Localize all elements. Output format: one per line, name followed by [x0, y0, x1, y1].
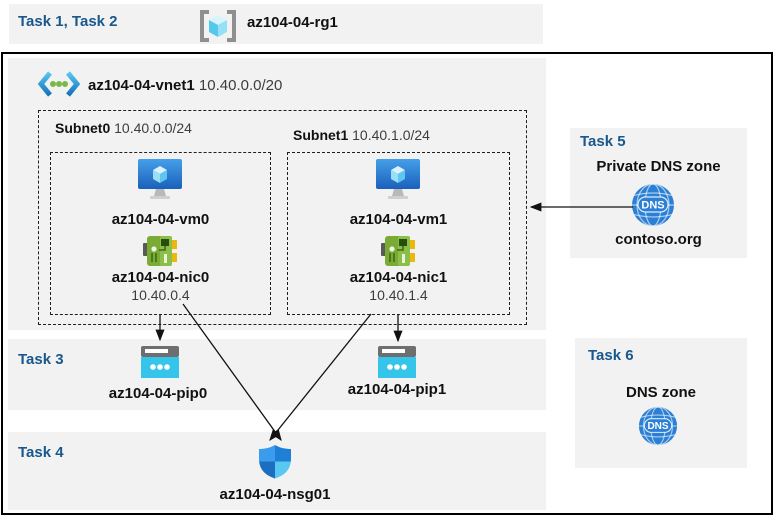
subnet1-box — [287, 152, 510, 315]
virtual-machine-icon — [376, 159, 420, 199]
vm1-label: az104-04-vm1 — [349, 211, 448, 228]
task5-label: Task 5 — [580, 133, 626, 150]
nic1-ip: 10.40.1.4 — [369, 287, 428, 303]
virtual-network-icon — [37, 71, 81, 97]
nic0-label: az104-04-nic0 — [111, 269, 210, 286]
task6-label: Task 6 — [588, 347, 634, 364]
subnet1-name: Subnet1 — [293, 127, 349, 143]
virtual-machine-icon — [138, 159, 182, 199]
task-1-2-label: Task 1, Task 2 — [18, 13, 118, 30]
vnet-name: az104-04-vnet1 — [88, 77, 195, 94]
vnet-title: az104-04-vnet1 10.40.0.0/20 — [88, 77, 282, 94]
resource-group-band — [9, 4, 543, 44]
subnet0-cidr: 10.40.0.0/24 — [114, 120, 192, 136]
private-dns-zone-title: Private DNS zone — [596, 158, 721, 175]
vnet-panel — [8, 58, 546, 330]
resource-group-name: az104-04-rg1 — [247, 14, 338, 31]
dns-globe-icon: DNS — [632, 184, 674, 226]
resource-group-icon — [200, 10, 236, 42]
public-ip-icon — [141, 346, 179, 378]
dns-globe-icon: DNS — [638, 406, 678, 446]
nic0-ip: 10.40.0.4 — [131, 287, 190, 303]
subnet1-cidr: 10.40.1.0/24 — [352, 127, 430, 143]
pip1-label: az104-04-pip1 — [347, 381, 447, 398]
network-interface-icon — [143, 236, 177, 266]
network-interface-icon — [381, 236, 415, 266]
network-security-group-shield-icon — [259, 445, 291, 479]
nic1-label: az104-04-nic1 — [349, 269, 448, 286]
public-ip-icon — [378, 346, 416, 378]
subnet0-title: Subnet0 10.40.0.0/24 — [55, 120, 192, 136]
dns-zone-title: DNS zone — [625, 384, 696, 401]
vnet-cidr: 10.40.0.0/20 — [198, 77, 283, 94]
pip0-label: az104-04-pip0 — [108, 385, 208, 402]
nsg-label: az104-04-nsg01 — [219, 486, 331, 503]
subnet0-box — [50, 152, 271, 315]
dns-icon-text: DNS — [641, 200, 664, 212]
task3-label: Task 3 — [18, 351, 64, 368]
subnet0-name: Subnet0 — [55, 120, 111, 136]
subnet1-title: Subnet1 10.40.1.0/24 — [293, 127, 430, 143]
task4-label: Task 4 — [18, 444, 64, 461]
private-dns-zone-name: contoso.org — [615, 231, 702, 248]
dns-icon-text: DNS — [647, 421, 668, 432]
task6-box — [575, 338, 747, 468]
vm0-label: az104-04-vm0 — [111, 211, 210, 228]
